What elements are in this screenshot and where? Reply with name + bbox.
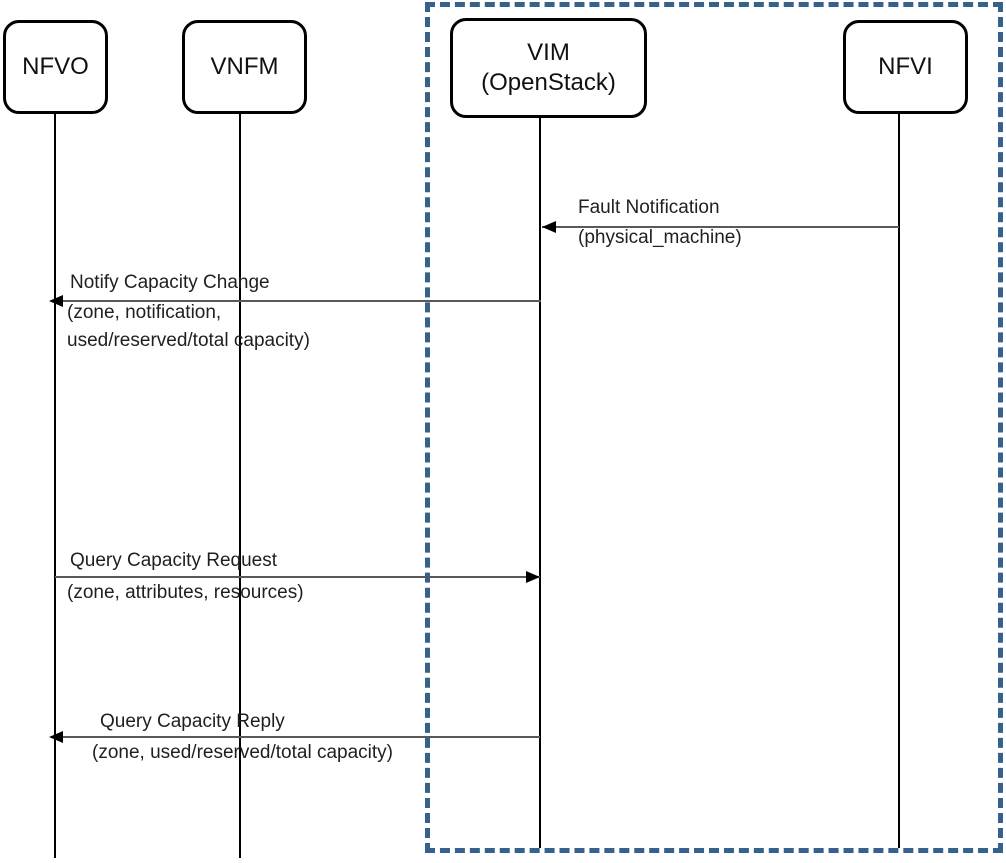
lifeline-nfvi xyxy=(898,114,900,848)
actor-vim: VIM (OpenStack) xyxy=(450,18,647,118)
message-param-line: used/reserved/total capacity) xyxy=(67,330,310,351)
message-line xyxy=(55,576,540,578)
message-line xyxy=(542,226,899,228)
message-label: Query Capacity Reply xyxy=(100,711,285,732)
message-label: Notify Capacity Change xyxy=(70,272,270,293)
actor-nfvo: NFVO xyxy=(3,20,108,114)
vim-nfvi-boundary-box xyxy=(425,2,1003,853)
message-params: (zone, used/reserved/total capacity) xyxy=(92,742,393,763)
message-line xyxy=(55,300,541,302)
lifeline-nfvo xyxy=(54,114,56,858)
lifeline-vnfm xyxy=(239,114,241,858)
message-params: (zone, attributes, resources) xyxy=(67,582,304,603)
message-param-line: (zone, notification, xyxy=(67,302,222,323)
actor-vim-sublabel: (OpenStack) xyxy=(481,69,616,96)
arrowhead-right-icon xyxy=(526,571,540,583)
actor-nfvi: NFVI xyxy=(843,20,968,114)
arrowhead-left-icon xyxy=(49,731,63,743)
actor-vim-label: VIM xyxy=(527,39,570,66)
actor-vnfm-label: VNFM xyxy=(210,53,279,80)
arrowhead-left-icon xyxy=(49,295,63,307)
message-label: Fault Notification xyxy=(578,197,720,218)
actor-nfvo-label: NFVO xyxy=(22,53,89,80)
message-params: (zone, notification, used/reserved/total… xyxy=(67,299,310,355)
message-params: (physical_machine) xyxy=(578,227,742,248)
actor-nfvi-label: NFVI xyxy=(878,53,933,80)
lifeline-vim xyxy=(539,118,541,848)
arrowhead-left-icon xyxy=(542,221,556,233)
message-label: Query Capacity Request xyxy=(70,550,277,571)
actor-vnfm: VNFM xyxy=(182,20,307,114)
message-line xyxy=(55,736,540,738)
